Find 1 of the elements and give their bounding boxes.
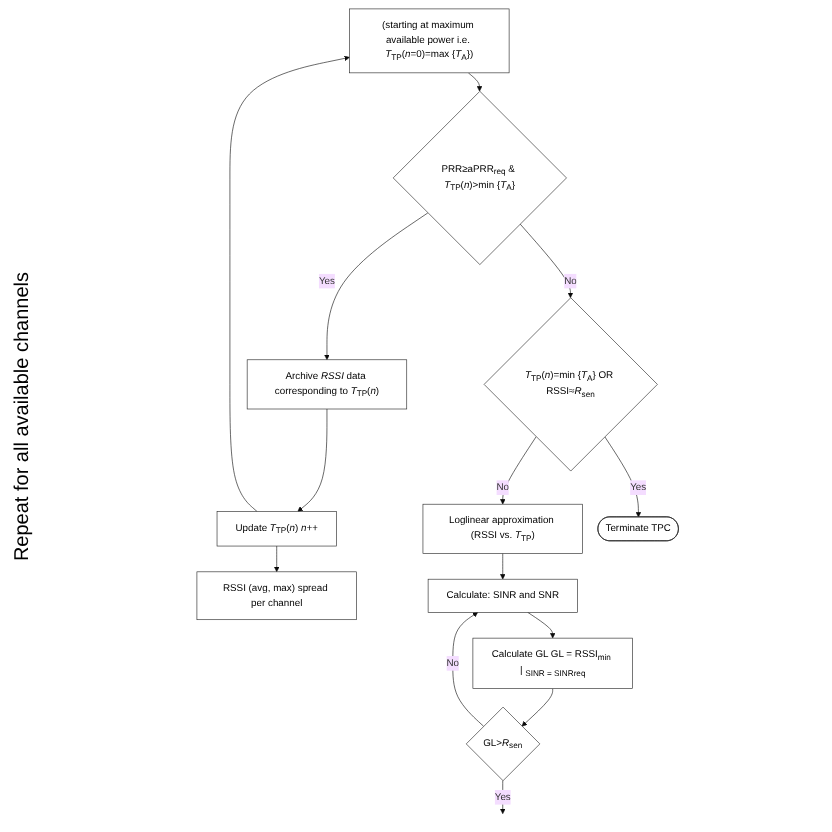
side-note: Repeat for all available channels bbox=[11, 271, 33, 561]
